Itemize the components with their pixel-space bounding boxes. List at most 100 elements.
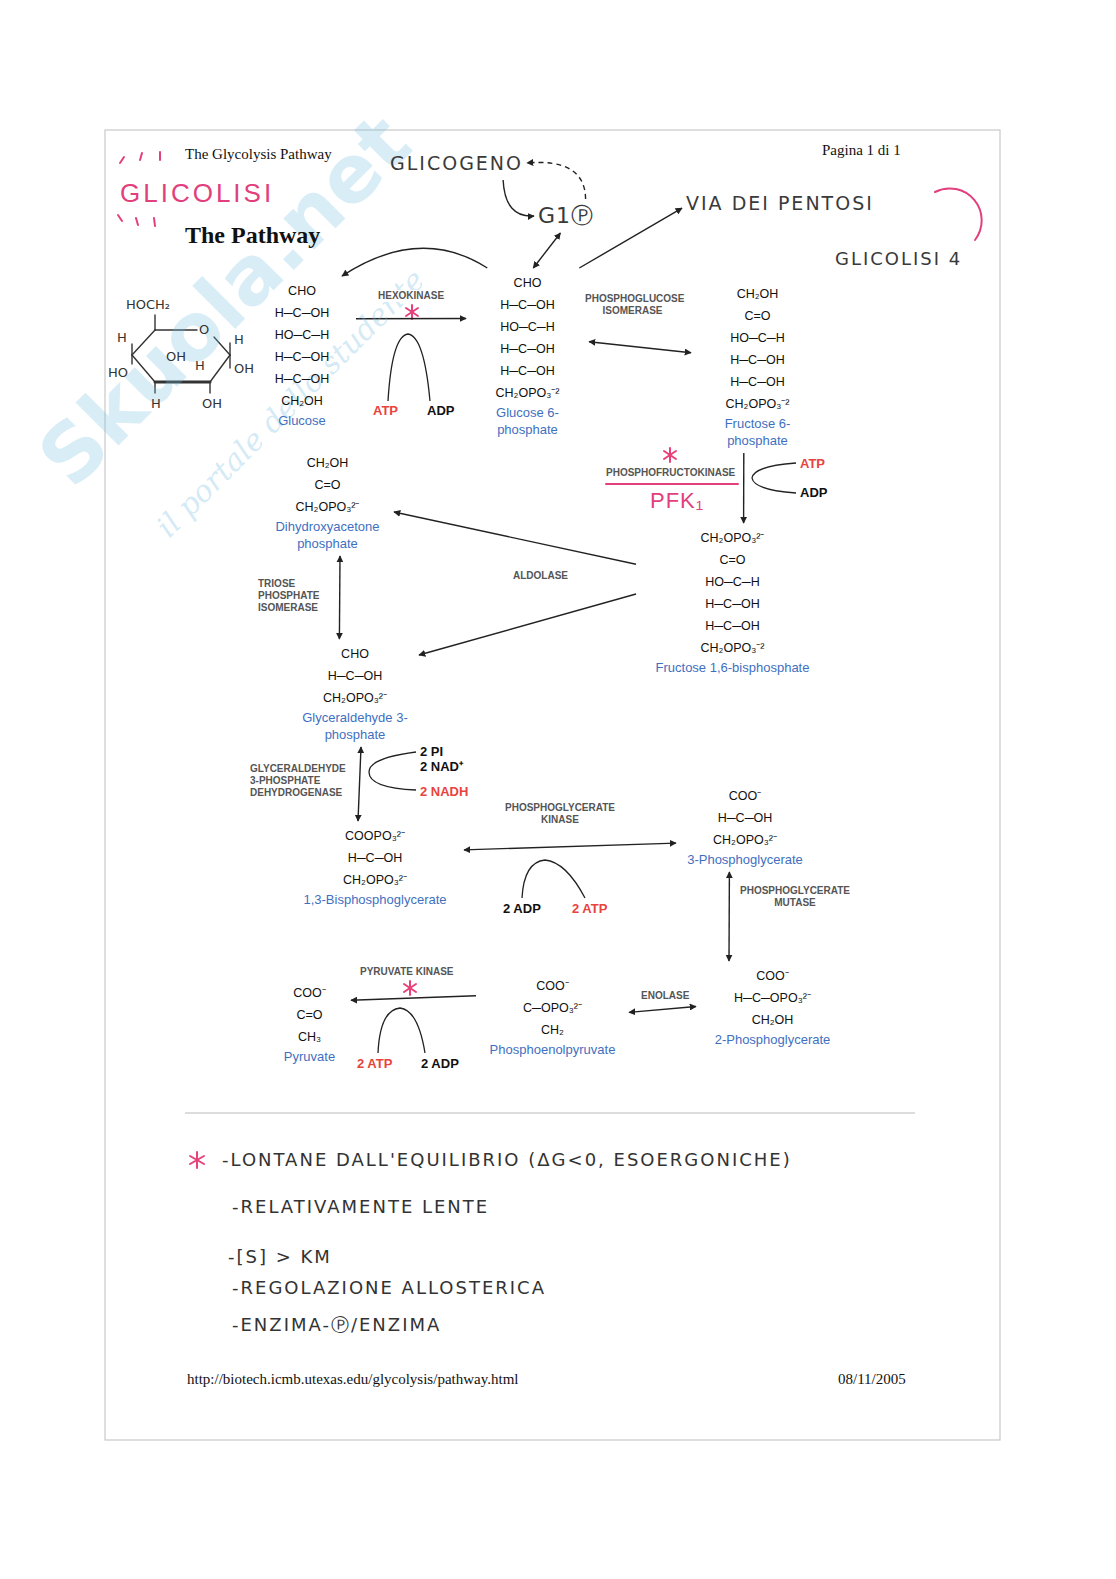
atom-label-slot: O: [199, 322, 209, 337]
reaction-arrow: [339, 556, 341, 639]
reaction-arrow: [629, 1007, 696, 1013]
atom-label: H: [195, 358, 205, 373]
enzyme-slot: PYRUVATE KINASE: [360, 966, 454, 978]
molecule-node: COO⁻ C─OPO₃²⁻ CH₂Phosphoenolpyruvate: [480, 975, 625, 1058]
atom-label: HO: [108, 365, 128, 380]
enzyme-label: HEXOKINASE: [378, 290, 444, 302]
atom-label-slot: H: [117, 330, 127, 345]
handwritten-note: -ENZIMA-Ⓟ/ENZIMA: [232, 1313, 441, 1337]
structural-formula: CHO H─C─OH HO─C─H H─C─OH H─C─OH CH₂OPO₃⁻…: [496, 272, 560, 404]
molecule-name: Dihydroxyacetone phosphate: [265, 518, 390, 552]
footer-rule: [185, 1112, 915, 1113]
molecule-node: COO⁻ C=O CH₃Pyruvate: [272, 982, 347, 1065]
page-number: Pagina 1 di 1: [822, 141, 901, 159]
enzyme-slot: TRIOSE PHOSPHATE ISOMERASE: [258, 578, 328, 614]
structural-formula: CHO H─C─OH CH₂OPO₃²⁻: [323, 643, 387, 709]
handwritten-note: -RELATIVAMENTE LENTE: [232, 1195, 489, 1219]
atom-label-slot: OH: [202, 396, 222, 411]
header-text: The Glycolysis Pathway: [185, 145, 332, 163]
handwritten-note-slot: -RELATIVAMENTE LENTE: [232, 1195, 489, 1219]
reaction-arrow: [464, 843, 676, 850]
cofactor-label-slot: 2 PI: [420, 744, 443, 760]
atom-label: OH: [234, 361, 254, 376]
molecule-name: 2-Phosphoglycerate: [700, 1031, 845, 1048]
handwritten-note-slot: -LONTANE DALL'EQUILIBRIO (ΔG<0, ESOERGON…: [222, 1148, 792, 1172]
cofactor-label: 2 PI: [420, 744, 443, 760]
structural-formula: COO⁻ C─OPO₃²⁻ CH₂: [523, 975, 582, 1041]
cofactor-label: ATP: [373, 403, 398, 419]
handwritten-note: -[S] > KM: [228, 1245, 332, 1269]
cofactor-label-slot: ATP: [373, 403, 398, 419]
tick: [118, 215, 122, 221]
node-text: GLICOGENO: [390, 150, 523, 176]
enzyme-label: PHOSPHOFRUCTOKINASE: [606, 467, 735, 479]
date-slot: 08/11/2005: [838, 1370, 906, 1388]
reaction-arrow: [358, 747, 361, 821]
molecule-node: CH₂OH C=O CH₂OPO₃²⁻Dihydroxyacetone phos…: [265, 452, 390, 552]
reaction-arrow: [743, 453, 745, 523]
structural-formula: CHO H─C─OH HO─C─H H─C─OH H─C─OH CH₂OH: [275, 280, 330, 412]
tick: [120, 157, 124, 163]
molecule-node: CHO H─C─OH CH₂OPO₃²⁻Glyceraldehyde 3-pho…: [295, 643, 415, 743]
cofactor-label-slot: 2 ADP: [503, 901, 541, 917]
cofactor-label-slot: ADP: [427, 403, 454, 419]
structural-formula: COO⁻ C=O CH₃: [293, 982, 325, 1048]
pink-underline: [606, 483, 738, 485]
handwritten-note-slot: -ENZIMA-Ⓟ/ENZIMA: [232, 1313, 441, 1337]
cofactor-label-slot: 2 ATP: [357, 1056, 392, 1072]
handwritten-node: G1Ⓟ: [538, 203, 594, 229]
handwritten-note: -LONTANE DALL'EQUILIBRIO (ΔG<0, ESOERGON…: [222, 1148, 792, 1172]
enzyme-label: PHOSPHOGLYCERATE KINASE: [500, 802, 620, 826]
cofactor-label: 2 ADP: [421, 1056, 459, 1072]
atom-label: HOCH₂: [126, 297, 170, 312]
node-text: G1Ⓟ: [538, 203, 594, 229]
enzyme-label: TRIOSE PHOSPHATE ISOMERASE: [258, 578, 328, 614]
molecule-name: Phosphoenolpyruvate: [480, 1041, 625, 1058]
molecule-node: CH₂OPO₃²⁻ C=O HO─C─H H─C─OH H─C─OH CH₂OP…: [640, 527, 825, 676]
enzyme-label: GLYCERALDEHYDE 3-PHOSPHATE DEHYDROGENASE: [250, 763, 350, 799]
reaction-arrow: [419, 594, 636, 655]
enzyme-slot: ALDOLASE: [513, 570, 568, 582]
atom-label-slot: HOCH₂: [126, 297, 170, 312]
molecule-name: Glyceraldehyde 3-phosphate: [295, 709, 415, 743]
enzyme-label: ENOLASE: [641, 990, 689, 1002]
header-text-slot: The Glycolysis Pathway: [185, 145, 332, 163]
structural-formula: CH₂OH C=O CH₂OPO₃²⁻: [296, 452, 360, 518]
tick: [136, 218, 138, 225]
atom-label: H: [151, 396, 161, 411]
handwritten-note-slot: -REGOLAZIONE ALLOSTERICA: [232, 1276, 546, 1300]
date: 08/11/2005: [838, 1370, 906, 1388]
molecule-name: Glucose 6-phosphate: [470, 404, 585, 438]
cofactor-label-slot: ADP: [800, 485, 827, 501]
cofactor-curve: [752, 463, 796, 493]
enzyme-slot: HEXOKINASE: [378, 290, 444, 302]
atom-label: H: [117, 330, 127, 345]
tick: [154, 218, 155, 226]
handwritten-title: GLICOLISI: [120, 178, 274, 208]
title-slot: The Pathway: [185, 221, 320, 249]
pink-arc: [935, 188, 982, 240]
reaction-arrow: [728, 872, 730, 961]
atom-label-slot: HO: [108, 365, 128, 380]
cofactor-label: 2 ADP: [503, 901, 541, 917]
atom-label: OH: [166, 349, 186, 364]
cofactor-curve: [388, 334, 430, 401]
handwritten-enzyme: PFK₁: [650, 488, 704, 514]
tick: [140, 153, 142, 160]
atom-label-slot: H: [195, 358, 205, 373]
molecule-name: Fructose 6-phosphate: [695, 415, 820, 449]
atom-label-slot: OH: [234, 361, 254, 376]
cofactor-curve: [378, 1008, 425, 1053]
page-number-slot: Pagina 1 di 1: [822, 141, 901, 159]
structural-formula: CH₂OPO₃²⁻ C=O HO─C─H H─C─OH H─C─OH CH₂OP…: [701, 527, 765, 659]
source-url-slot: http://biotech.icmb.utexas.edu/glycolysi…: [187, 1370, 518, 1388]
cofactor-label: 2 NAD⁺: [420, 759, 463, 775]
reaction-arrow: [579, 208, 682, 268]
reaction-arrow: [351, 996, 476, 1001]
enzyme-slot: PHOSPHOGLUCOSE ISOMERASE: [585, 293, 680, 317]
source-url: http://biotech.icmb.utexas.edu/glycolysi…: [187, 1370, 518, 1388]
star: [404, 981, 416, 995]
cofactor-label-slot: 2 NAD⁺: [420, 759, 463, 775]
reaction-arrow: [589, 342, 691, 353]
